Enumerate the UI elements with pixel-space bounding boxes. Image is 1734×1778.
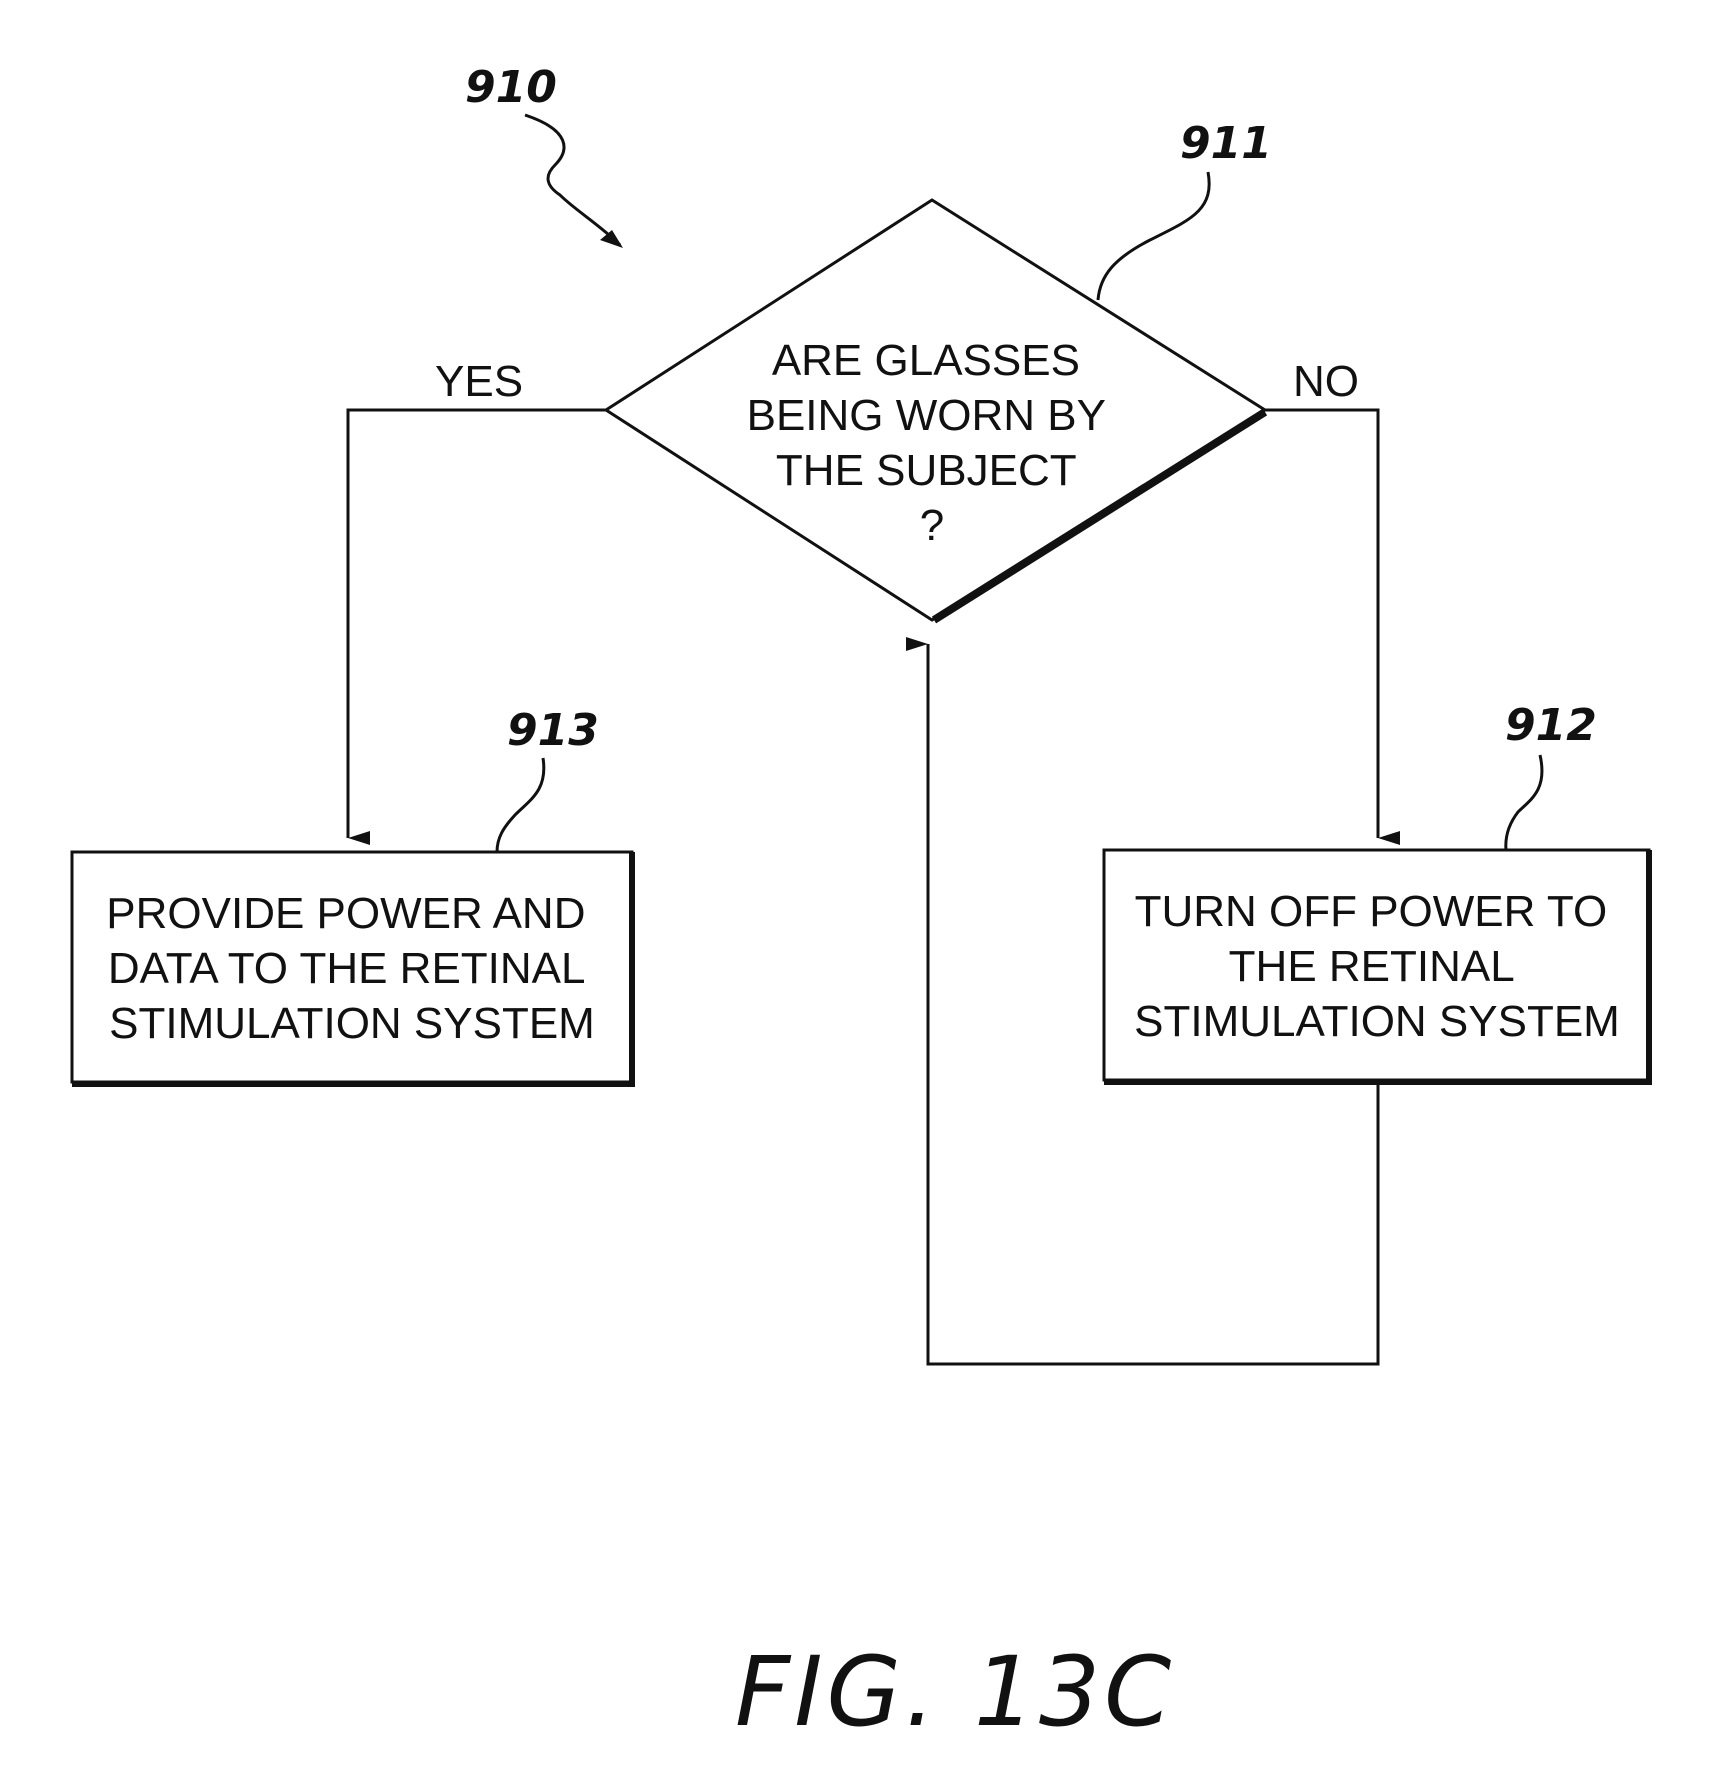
no-connector bbox=[1265, 410, 1378, 838]
decision-ref-leader bbox=[1098, 172, 1209, 300]
decision-line-3: THE SUBJECT bbox=[776, 446, 1076, 495]
figure-caption: FIG. 13C bbox=[735, 1636, 1175, 1748]
decision-diamond-shadow-edge bbox=[934, 412, 1265, 620]
no-label: NO bbox=[1293, 357, 1359, 406]
process-box-provide-power-text: PROVIDE POWER AND DATA TO THE RETINAL ST… bbox=[106, 889, 597, 1048]
provide-power-line-2: DATA TO THE RETINAL bbox=[108, 944, 585, 993]
process-box-provide-power-ref: 913 bbox=[507, 705, 599, 756]
turn-off-power-line-3: STIMULATION SYSTEM bbox=[1134, 997, 1620, 1046]
decision-line-4: ? bbox=[920, 501, 944, 550]
yes-connector bbox=[348, 410, 606, 838]
decision-line-2: BEING WORN BY bbox=[747, 391, 1106, 440]
turn-off-power-line-1: TURN OFF POWER TO bbox=[1135, 887, 1608, 936]
decision-line-1: ARE GLASSES bbox=[772, 336, 1080, 385]
process-box-provide-power-leader bbox=[497, 758, 544, 852]
process-box-turn-off-power-ref: 912 bbox=[1505, 700, 1597, 751]
provide-power-line-3: STIMULATION SYSTEM bbox=[109, 999, 595, 1048]
turn-off-power-line-2: THE RETINAL bbox=[1229, 942, 1515, 991]
decision-text: ARE GLASSES BEING WORN BY THE SUBJECT ? bbox=[747, 336, 1118, 550]
yes-label: YES bbox=[435, 357, 523, 406]
decision-ref-number: 911 bbox=[1180, 118, 1272, 169]
process-box-turn-off-power-text: TURN OFF POWER TO THE RETINAL STIMULATIO… bbox=[1134, 887, 1620, 1046]
process-box-turn-off-power-leader bbox=[1506, 755, 1542, 850]
figure-ref-squiggle bbox=[525, 115, 620, 245]
provide-power-line-1: PROVIDE POWER AND bbox=[106, 889, 585, 938]
figure-ref-number: 910 bbox=[465, 62, 557, 113]
figure-ref-arrowhead bbox=[600, 230, 623, 248]
